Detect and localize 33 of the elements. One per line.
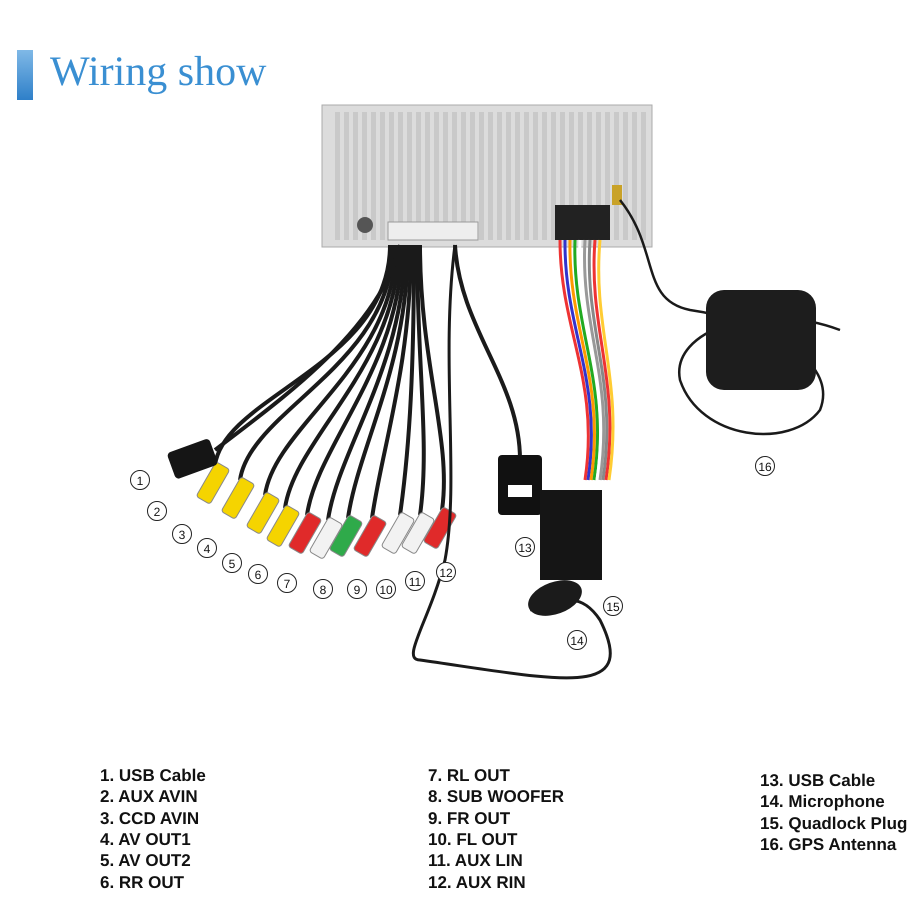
legend-item: 2. AUX AVIN xyxy=(100,787,198,808)
legend-item: 4. AV OUT1 xyxy=(100,830,191,850)
legend-item: 15. Quadlock Plug xyxy=(760,814,908,834)
legend-item: 16. GPS Antenna xyxy=(760,834,896,855)
legend-item: 12. AUX RIN xyxy=(428,872,526,892)
legend-item: 10. FL OUT xyxy=(428,830,518,850)
callout-number: 6 xyxy=(248,564,268,584)
legend-item: 5. AV OUT2 xyxy=(100,851,191,872)
callout-number: 8 xyxy=(313,579,333,599)
legend-item: 13. USB Cable xyxy=(760,771,876,791)
callout-number: 9 xyxy=(347,579,367,599)
legend-item: 8. SUB WOOFER xyxy=(428,787,564,808)
callout-number: 11 xyxy=(405,571,425,591)
title: Wiring show xyxy=(50,48,266,96)
legend-item: 14. Microphone xyxy=(760,792,885,812)
legend-item: 7. RL OUT xyxy=(428,766,510,786)
callout-number: 5 xyxy=(222,553,242,573)
legend-item: 1. USB Cable xyxy=(100,766,206,786)
callout-number: 1 xyxy=(130,470,150,490)
legend-item: 6. RR OUT xyxy=(100,872,184,892)
callout-number: 3 xyxy=(172,524,192,544)
legend-item: 9. FR OUT xyxy=(428,808,510,829)
callout-number: 12 xyxy=(436,562,456,582)
callout-number: 16 xyxy=(755,456,775,476)
callout-number: 4 xyxy=(197,538,217,558)
legend-item: 3. CCD AVIN xyxy=(100,808,200,829)
legend-item: 11. AUX LIN xyxy=(428,851,523,872)
callout-number: 13 xyxy=(515,537,535,557)
callout-number: 14 xyxy=(567,630,587,650)
callout-number: 15 xyxy=(603,596,623,616)
callout-number: 2 xyxy=(147,501,167,521)
callout-number: 10 xyxy=(376,579,396,599)
callout-number: 7 xyxy=(277,573,297,593)
